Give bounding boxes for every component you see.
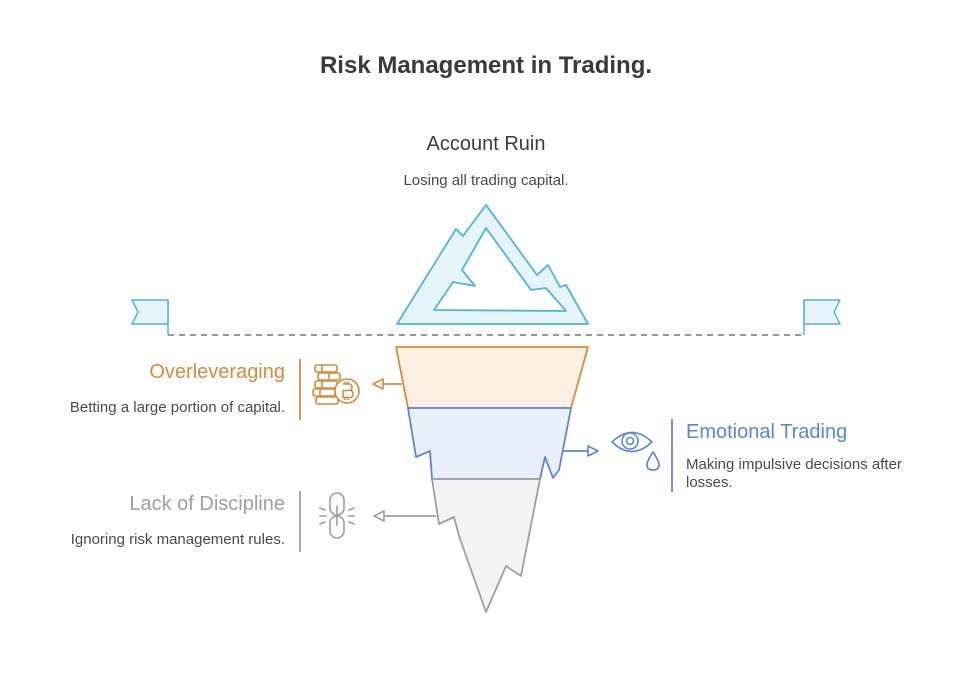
diagram-title: Risk Management in Trading. — [319, 52, 653, 79]
left-flag-icon — [131, 299, 169, 335]
emotional-trading-description: Making impulsive decisions after losses. — [686, 456, 902, 491]
layer-lack-of-discipline — [431, 478, 541, 613]
connector-emotional-trading — [562, 445, 599, 457]
overleveraging-heading: Overleveraging — [149, 361, 285, 383]
layer-overleveraging — [395, 346, 589, 409]
account-ruin-description: Losing all trading capital. — [403, 172, 569, 189]
broken-chain-icon — [319, 492, 355, 539]
connector-lack-of-discipline — [373, 510, 436, 522]
emotional-trading-heading: Emotional Trading — [686, 421, 848, 443]
eye-tear-icon — [611, 431, 660, 471]
bitcoin-coins-icon — [312, 364, 360, 405]
lack-of-discipline-heading: Lack of Discipline — [129, 493, 285, 515]
account-ruin-heading: Account Ruin — [426, 133, 546, 155]
iceberg-tip — [396, 204, 589, 325]
right-flag-icon — [803, 299, 841, 335]
layer-emotional-trading — [407, 407, 572, 480]
lack-of-discipline-description: Ignoring risk management rules. — [70, 531, 285, 548]
connector-overleveraging — [372, 378, 402, 390]
overleveraging-description: Betting a large portion of capital. — [69, 399, 285, 416]
